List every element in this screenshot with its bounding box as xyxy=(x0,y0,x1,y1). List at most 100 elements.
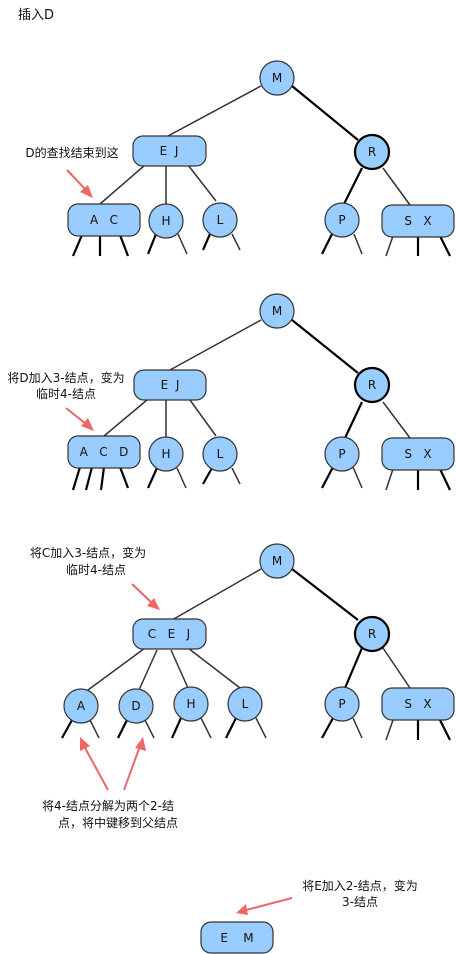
edge xyxy=(382,647,411,689)
node-label: H xyxy=(186,697,195,711)
step-3-annotation: 将C加入3-结点，变为 临时4-结点 xyxy=(30,545,160,610)
node-label: E J xyxy=(161,378,180,392)
edge xyxy=(103,399,148,437)
node-P xyxy=(324,436,360,472)
step-2-annotation: 将D加入3-结点，变为 临时4-结点 xyxy=(7,370,125,431)
node-EM xyxy=(200,921,274,954)
node-label: L xyxy=(217,213,224,227)
leaf-stub xyxy=(352,717,363,739)
step-2-tree: M R E J A C D H L P S X xyxy=(67,293,455,491)
edge xyxy=(187,164,217,202)
edge xyxy=(167,85,262,137)
note-text: 点，将中键移到父结点 xyxy=(58,815,178,830)
step-1-annotation: D的查找结束到这 xyxy=(25,145,119,198)
node-H xyxy=(173,686,209,722)
leaf-stub xyxy=(321,466,334,489)
node-label: H xyxy=(161,214,170,228)
node-label: A C xyxy=(90,213,118,227)
node-label: P xyxy=(338,213,345,227)
node-SX xyxy=(381,687,455,721)
node-label: R xyxy=(368,145,376,159)
leaf-stub xyxy=(202,467,213,485)
node-P xyxy=(324,686,360,722)
arrow xyxy=(65,407,87,425)
node-P xyxy=(324,202,360,238)
leaf-stub xyxy=(231,233,241,251)
node-M xyxy=(259,293,295,329)
leaf-stub xyxy=(200,717,212,739)
note-text: 临时4-结点 xyxy=(36,387,96,401)
node-label: R xyxy=(368,627,376,641)
leaf-stub xyxy=(225,717,237,739)
edge xyxy=(138,649,158,691)
arrow xyxy=(131,583,153,604)
leaf-stub xyxy=(89,719,100,739)
note-text: 3-结点 xyxy=(342,895,378,909)
node-label: M xyxy=(272,554,282,568)
note-text: 将E加入2-结点，变为 xyxy=(302,878,418,893)
edge xyxy=(343,647,364,689)
leaf-stub xyxy=(439,235,451,257)
edge xyxy=(87,647,146,691)
edge xyxy=(344,401,363,439)
leaf-stub xyxy=(118,234,130,257)
edge xyxy=(189,399,217,437)
step-4-annotation: 将E加入2-结点，变为 3-结点 xyxy=(236,878,418,915)
note-text: 将C加入3-结点，变为 xyxy=(30,545,146,560)
leaf-stub xyxy=(146,233,158,255)
arrowhead xyxy=(236,904,248,915)
leaf-stub xyxy=(439,719,451,741)
node-L xyxy=(227,686,263,722)
node-CEJ xyxy=(132,618,207,650)
node-H xyxy=(148,203,184,239)
edge xyxy=(171,568,262,621)
node-A xyxy=(63,688,99,724)
leaf-stub xyxy=(84,466,94,491)
node-R xyxy=(353,615,391,653)
node-label: P xyxy=(338,447,345,461)
node-label: M xyxy=(272,71,282,85)
node-H xyxy=(148,436,184,472)
arrowhead xyxy=(80,737,90,751)
node-L xyxy=(202,436,238,472)
node-M xyxy=(259,60,295,96)
arrowhead xyxy=(147,598,160,610)
leaf-stub xyxy=(146,467,159,489)
node-label: L xyxy=(217,447,224,461)
leaf-stub xyxy=(385,468,394,491)
leaf-stub xyxy=(352,466,363,489)
node-label: S X xyxy=(404,447,431,461)
note-text: 将4-结点分解为两个2-结 xyxy=(42,799,174,813)
edge xyxy=(291,85,359,141)
edge xyxy=(99,164,146,205)
node-SX xyxy=(381,204,455,238)
leaf-stub xyxy=(201,233,212,251)
step-1-tree: M R E J A C H L P S X xyxy=(67,60,455,257)
leaf-stub xyxy=(321,717,334,739)
node-EJ xyxy=(133,369,207,401)
arrowhead xyxy=(135,737,146,751)
node-label: S X xyxy=(404,697,431,711)
step-3-split-annotation: 将4-结点分解为两个2-结 点，将中键移到父结点 xyxy=(42,737,178,830)
node-EJ xyxy=(132,135,207,167)
edge xyxy=(187,647,241,689)
node-D xyxy=(118,688,154,724)
note-text: 临时4-结点 xyxy=(66,563,126,577)
edge xyxy=(291,568,359,621)
edge xyxy=(170,649,189,689)
arrowhead xyxy=(80,185,93,198)
node-label: E J xyxy=(160,144,179,158)
leaf-stub xyxy=(71,466,82,491)
edge xyxy=(382,167,411,206)
leaf-stub xyxy=(99,466,106,491)
note-text: 将D加入3-结点，变为 xyxy=(7,370,124,385)
node-label: R xyxy=(368,378,376,392)
node-label: A C D xyxy=(80,445,129,459)
node-L xyxy=(202,202,238,238)
edge xyxy=(291,319,359,374)
edge xyxy=(382,401,411,439)
leaf-stub xyxy=(353,233,363,255)
leaf-stub xyxy=(71,234,84,257)
node-label: A xyxy=(77,699,86,713)
